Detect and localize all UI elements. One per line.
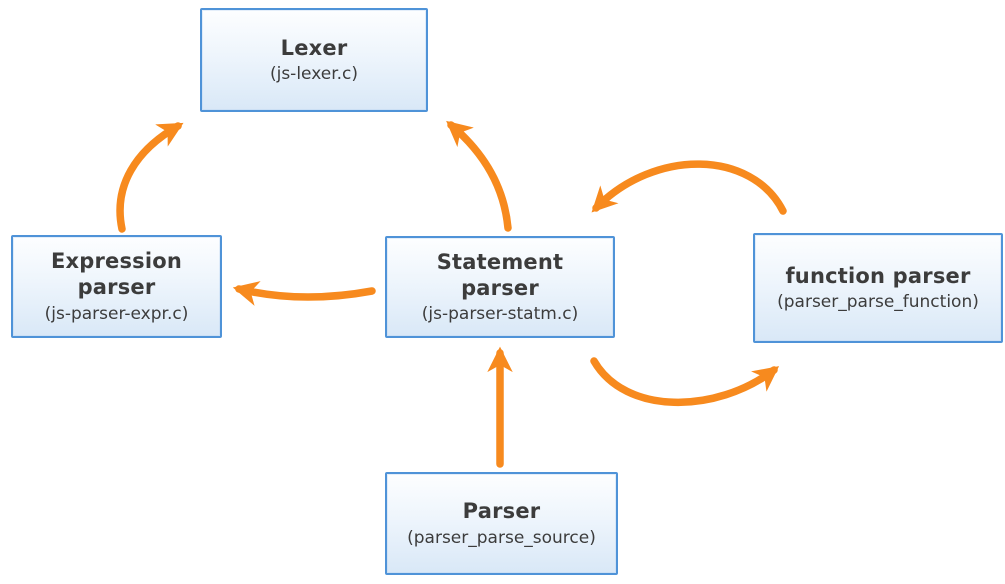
node-parser-title: Parser (462, 499, 541, 524)
node-function-parser-title: function parser (785, 263, 971, 288)
node-expression-parser-subtitle: (js-parser-expr.c) (44, 303, 189, 324)
edge-function-parser-to-statement-parser-arrow (591, 160, 787, 215)
node-parser: Parser (parser_parse_source) (385, 472, 618, 575)
node-expression-parser-title: Expression parser (50, 249, 183, 300)
node-parser-subtitle: (parser_parse_source) (407, 527, 596, 548)
node-function-parser-subtitle: (parser_parse_function) (777, 292, 979, 313)
node-statement-parser-title: Statement parser (436, 249, 564, 300)
edge-expression-parser-to-lexer-arrow (116, 122, 184, 233)
node-statement-parser-subtitle: (js-parser-statm.c) (421, 304, 579, 325)
edge-statement-parser-to-expression-parser-arrow (232, 281, 376, 306)
node-lexer: Lexer (js-lexer.c) (200, 8, 428, 112)
node-lexer-title: Lexer (280, 35, 348, 60)
edge-statement-parser-to-function-parser-arrow (590, 357, 780, 406)
node-statement-parser: Statement parser (js-parser-statm.c) (385, 236, 615, 338)
node-expression-parser: Expression parser (js-parser-expr.c) (11, 235, 222, 338)
node-lexer-subtitle: (js-lexer.c) (269, 64, 359, 85)
edge-statement-parser-to-lexer-arrow (446, 120, 512, 232)
node-function-parser: function parser (parser_parse_function) (753, 233, 1003, 343)
